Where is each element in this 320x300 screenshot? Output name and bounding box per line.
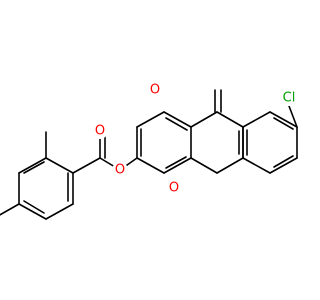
- bond-line: [288, 105, 298, 128]
- bond-line: [242, 111, 271, 128]
- bond-line: [18, 203, 47, 220]
- bond-line: [190, 157, 218, 174]
- bond-line: [136, 111, 165, 128]
- atom-o-ester-carbonyl: O: [92, 123, 108, 139]
- bond-line: [45, 157, 74, 174]
- bond-line: [72, 157, 101, 174]
- atom-o-ketone-label: O: [150, 83, 160, 98]
- atom-label-layer: O O O O Cl: [92, 82, 299, 196]
- bond-layer: [0, 89, 298, 220]
- atom-o-ring: O: [166, 180, 182, 196]
- bond-line: [23, 161, 45, 174]
- bond-line: [163, 157, 192, 174]
- molecule-diagram: O O O O Cl: [0, 82, 299, 220]
- bond-line: [190, 111, 218, 128]
- atom-o-ketone: O: [147, 82, 163, 98]
- bond-line: [273, 155, 294, 168]
- bond-line: [165, 117, 188, 131]
- bond-line: [273, 117, 294, 130]
- bond-line: [165, 156, 187, 169]
- bond-line: [242, 157, 271, 174]
- atom-o-ester-link: O: [112, 162, 128, 178]
- bond-line: [269, 111, 298, 128]
- atom-o-ring-label: O: [169, 181, 179, 196]
- atom-cl: Cl: [280, 90, 299, 106]
- atom-o-ester-carbonyl-label: O: [95, 124, 105, 139]
- bond-line: [163, 111, 192, 128]
- structure-svg: O O O O Cl: [0, 82, 299, 220]
- bond-line: [18, 157, 47, 174]
- bond-line: [45, 203, 74, 220]
- bond-line: [23, 200, 45, 214]
- bond-line: [216, 111, 244, 128]
- bond-line: [0, 203, 20, 216]
- atom-o-ester-link-label: O: [115, 163, 125, 178]
- atom-cl-label: Cl: [283, 91, 296, 106]
- bond-line: [269, 157, 298, 174]
- bond-line: [216, 157, 244, 174]
- bond-line: [136, 157, 165, 174]
